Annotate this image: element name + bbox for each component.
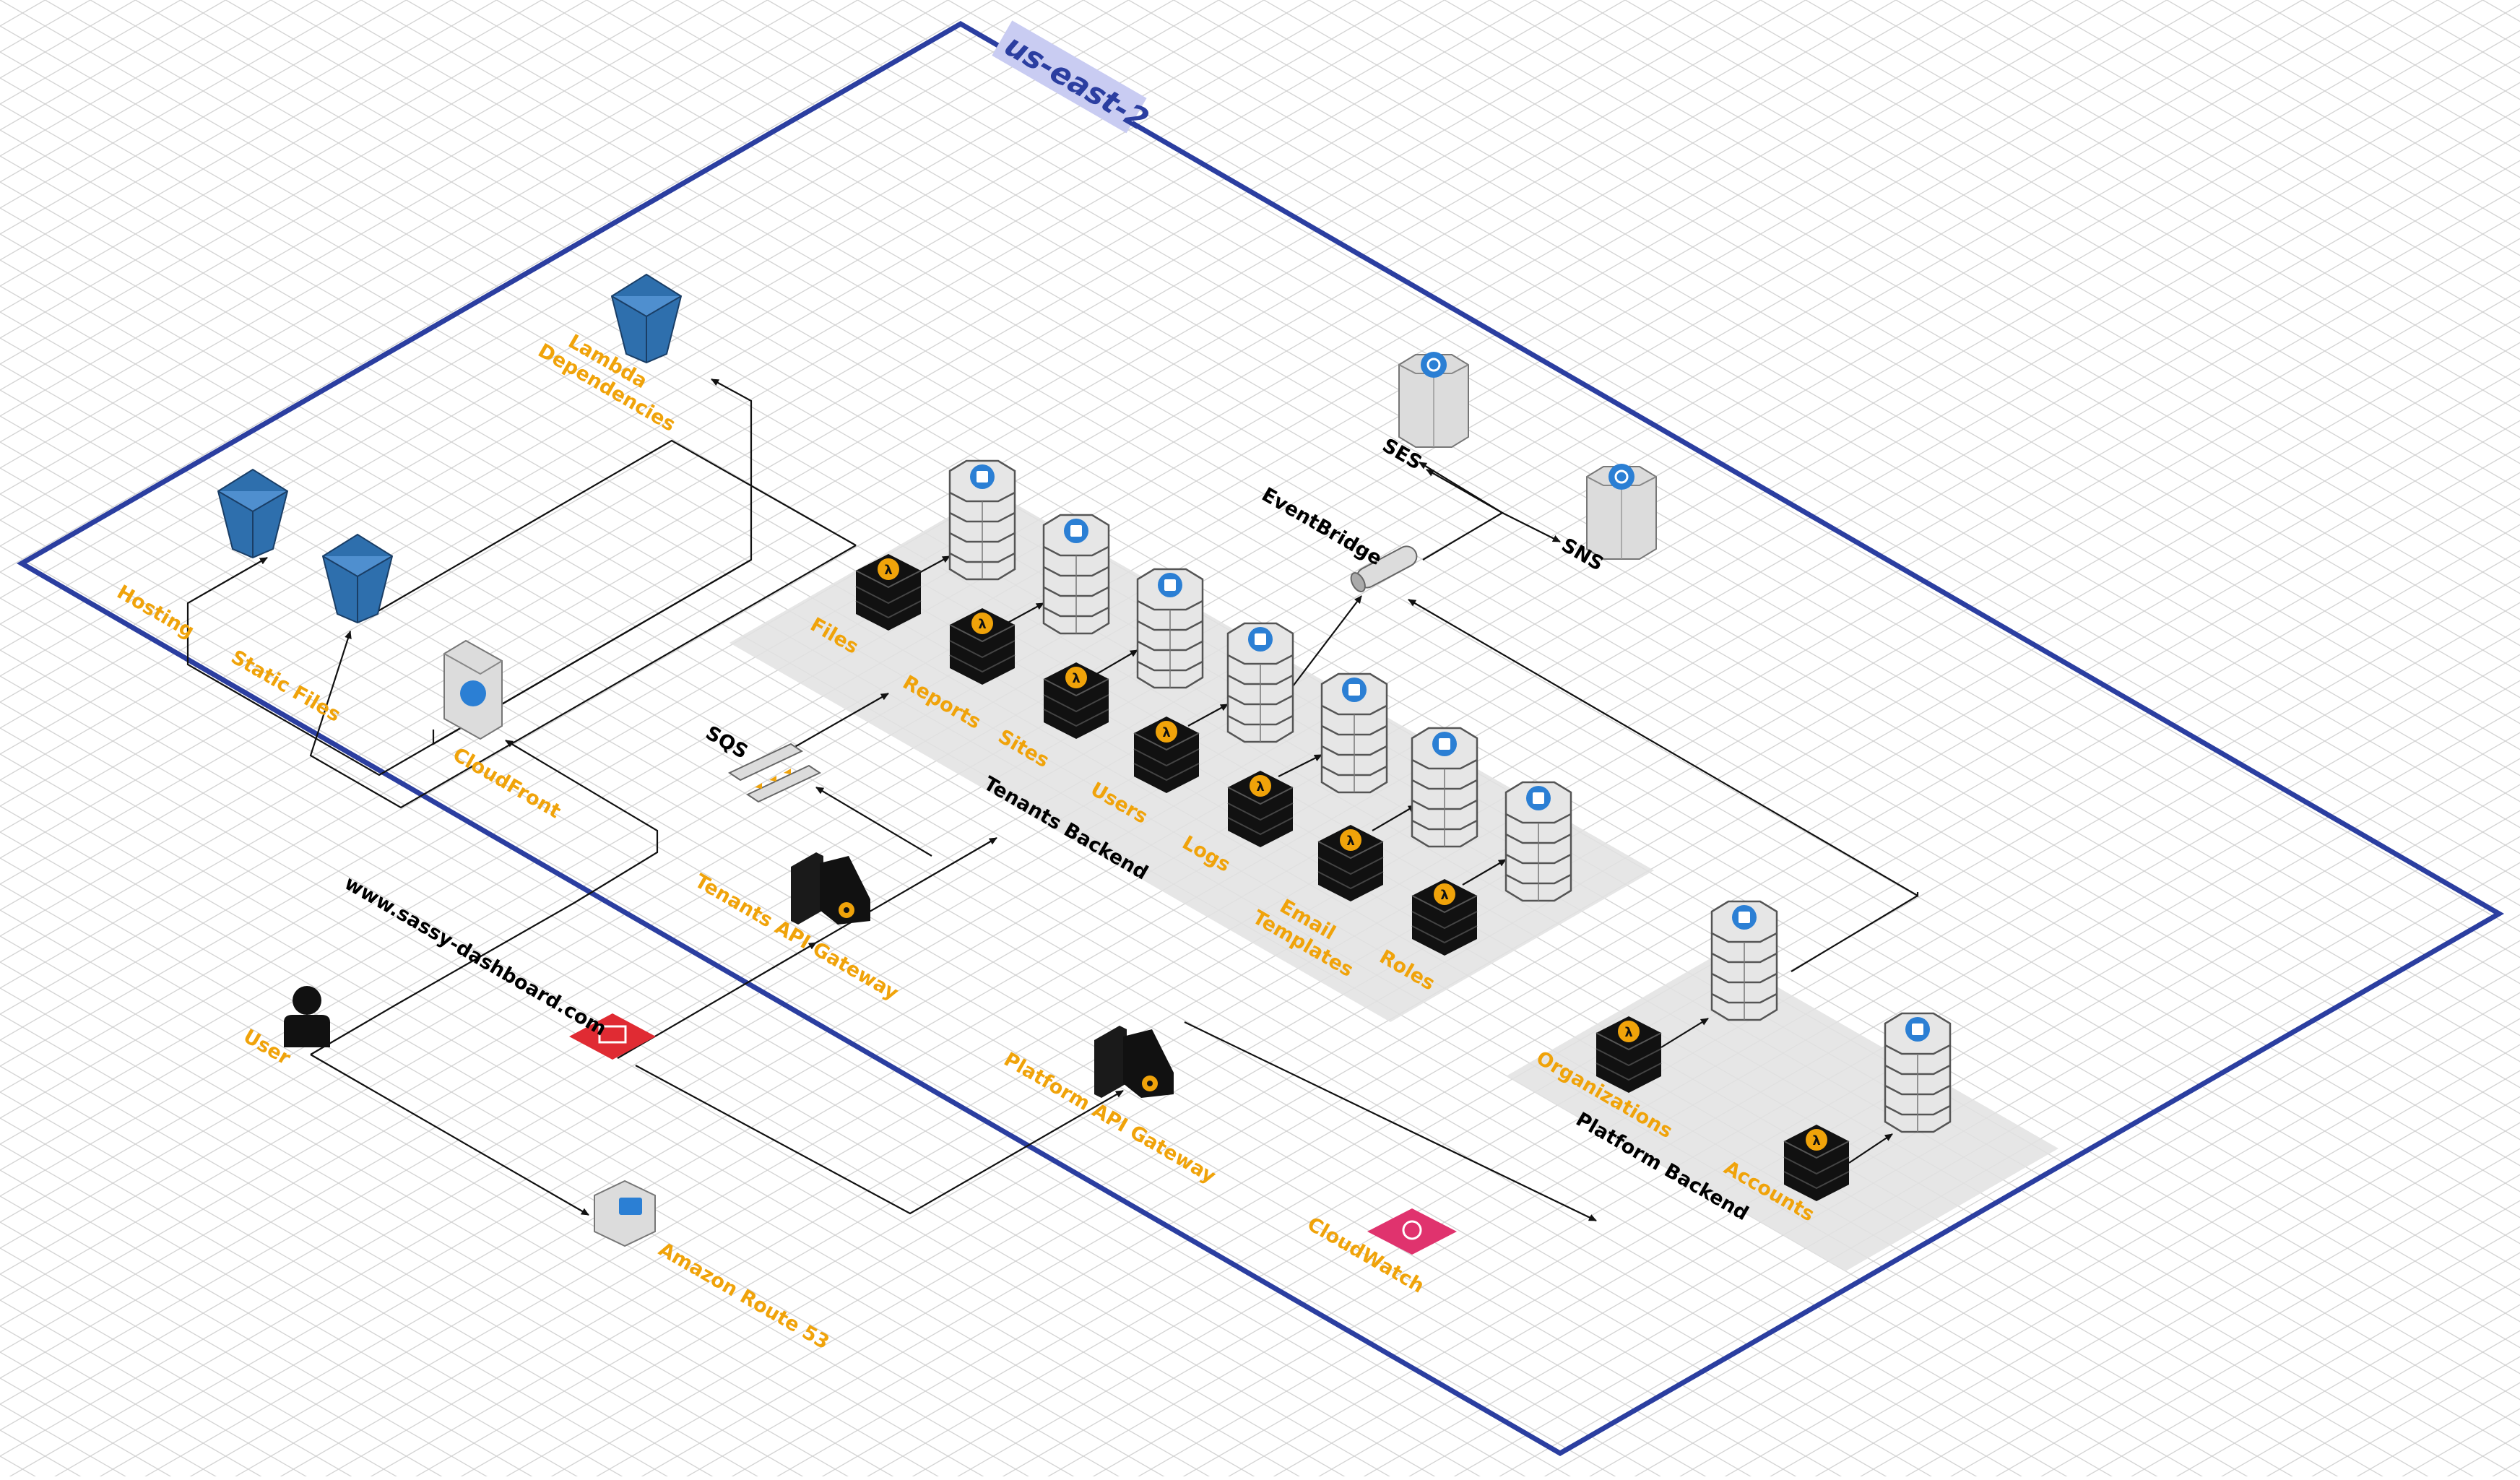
ses-icon[interactable]	[1398, 350, 1470, 449]
connectors	[186, 378, 1919, 1221]
region-boundary	[16, 20, 2505, 1457]
cloudfront-icon[interactable]	[443, 639, 503, 740]
eventbridge-icon[interactable]	[1348, 543, 1421, 594]
roles-dynamodb-icon[interactable]	[1504, 781, 1572, 902]
organizations-dynamodb-icon[interactable]	[1710, 900, 1778, 1021]
router-icon[interactable]	[569, 1013, 656, 1060]
sns-icon[interactable]	[1585, 462, 1658, 561]
files-dynamodb-icon[interactable]	[948, 459, 1016, 581]
sqs-queue-icon[interactable]	[727, 743, 822, 803]
email-templates-dynamodb-icon[interactable]	[1411, 727, 1478, 848]
reports-dynamodb-icon[interactable]	[1042, 514, 1110, 635]
sites-dynamodb-icon[interactable]	[1136, 568, 1204, 689]
route53-icon[interactable]	[594, 1180, 656, 1247]
user-icon[interactable]	[284, 986, 330, 1047]
logs-dynamodb-icon[interactable]	[1320, 672, 1388, 794]
users-dynamodb-icon[interactable]	[1226, 622, 1294, 743]
cloudwatch-icon[interactable]	[1367, 1208, 1457, 1255]
accounts-dynamodb-icon[interactable]	[1884, 1012, 1952, 1133]
